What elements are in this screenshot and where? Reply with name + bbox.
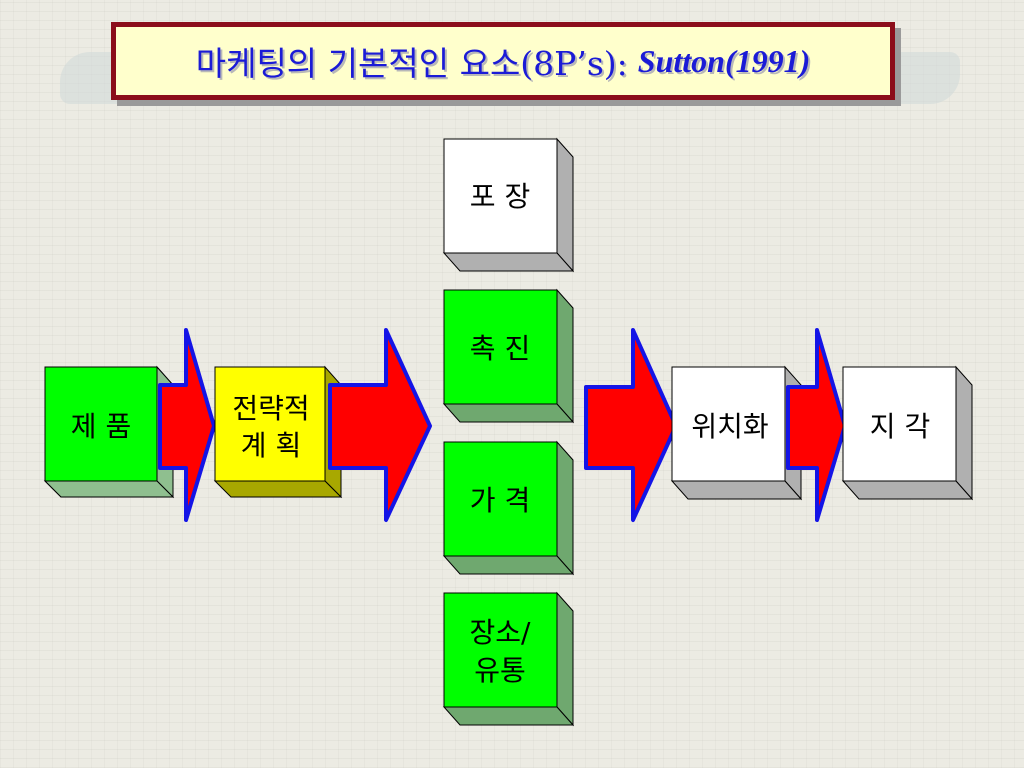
box-product: 제 품 [43,365,175,499]
box-strategic-plan-label-2: 계 획 [241,429,301,462]
box-price: 가 격 [442,440,575,576]
arrow-positioning-to-perception [786,328,847,522]
box-place-label-2: 유통 [474,654,526,687]
box-product-label: 제 품 [71,410,131,443]
box-positioning-label: 위치화 [691,410,768,443]
box-packaging-label: 포 장 [470,180,530,213]
arrow-mix-to-positioning [584,328,678,522]
box-place-label-1: 장소/ [470,616,532,649]
box-strategic-plan-label-1: 전략적 [232,392,309,425]
arrow-plan-to-mix [328,328,432,522]
box-perception-label: 지 각 [870,410,930,443]
box-place: 장소/ 유통 [442,591,575,727]
box-strategic-plan: 전략적 계 획 [213,365,343,499]
box-promotion: 촉 진 [442,288,575,424]
arrow-product-to-plan [158,328,216,522]
title-box: 마케팅의 기본적인 요소(8P’s): Sutton(1991) [111,22,895,100]
title-citation: Sutton(1991) [637,42,811,79]
title-main: 마케팅의 기본적인 요소(8P’s): [195,44,628,83]
box-price-label: 가 격 [470,484,530,517]
box-promotion-label: 촉 진 [470,332,530,365]
box-positioning: 위치화 [670,365,803,501]
box-perception: 지 각 [841,365,974,501]
box-packaging: 포 장 [442,137,575,273]
